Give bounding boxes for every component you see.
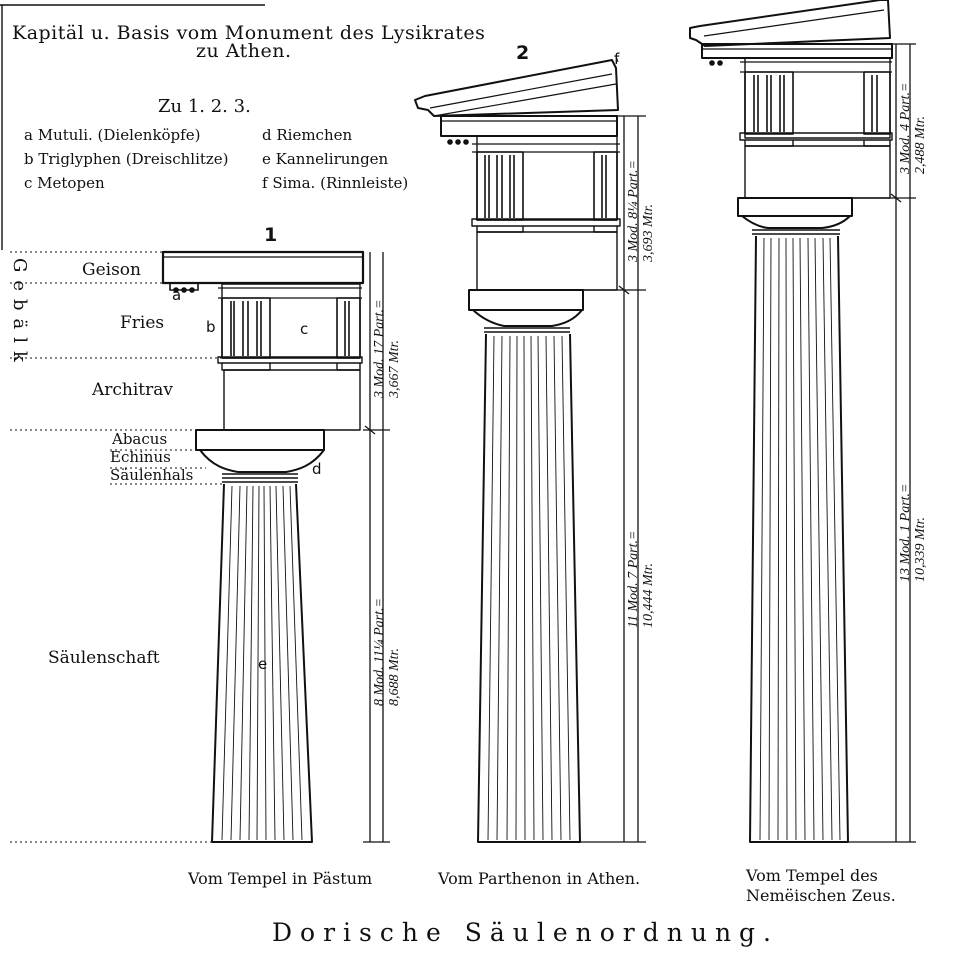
gebalk-label: Gebälk	[9, 258, 30, 370]
c1-triglyph-right	[336, 297, 361, 359]
column-number-1: 1	[264, 224, 278, 246]
c3-triglyph-right	[863, 71, 891, 135]
c1-flutes	[221, 485, 303, 841]
plate-footer-title: Dorische Säulenordnung.	[272, 918, 779, 947]
column-3-drawing	[689, 0, 916, 843]
letter-a: a	[172, 286, 182, 304]
c2-frieze	[476, 135, 618, 221]
c2-triglyph-left	[476, 151, 524, 221]
letter-d: d	[312, 460, 322, 478]
caption-column-1: Vom Tempel in Pästum	[188, 869, 373, 888]
caption-column-3-line-1: Vom Tempel des	[746, 866, 878, 885]
key-item-f: f Sima. (Rinnleiste)	[262, 174, 409, 192]
dim-c2-shaft: 11 Mod. 7 Part.=10,444 Mtr.	[626, 530, 656, 628]
letter-b: b	[206, 318, 216, 336]
dim-c1-entablature: 3 Mod. 17 Part.=3,667 Mtr.	[372, 299, 402, 399]
key-heading: Zu 1. 2. 3.	[158, 96, 251, 117]
c1-echinus	[199, 449, 325, 473]
label-saulenhals: Säulenhals	[110, 466, 194, 484]
key-item-c: c Metopen	[24, 174, 105, 192]
label-geison: Geison	[82, 260, 141, 280]
label-echinus: Echinus	[110, 448, 171, 466]
c3-architrave	[744, 145, 891, 199]
c3-flutes	[759, 237, 841, 841]
dim-c2-entablature: 3 Mod. 8¼ Part.=3,693 Mtr.	[626, 160, 656, 262]
label-saulenschaft: Säulenschaft	[48, 648, 160, 668]
plate-title-line-1: Kapitäl u. Basis vom Monument des Lysikr…	[12, 22, 486, 44]
c2-shaft	[477, 333, 581, 843]
c2-geison	[440, 115, 618, 137]
column-number-2: 2	[516, 42, 530, 64]
c1-triglyph-left	[221, 297, 271, 359]
c1-guide-lines	[10, 251, 222, 843]
c3-geison	[701, 43, 893, 59]
c2-echinus	[472, 309, 583, 327]
dim-c3-entablature: 3 Mod. 4 Part.=2,488 Mtr.	[898, 82, 928, 175]
c2-sima	[414, 59, 619, 117]
plate-title-line-2: zu Athen.	[196, 40, 292, 62]
key-item-d: d Riemchen	[262, 126, 353, 144]
c1-abacus	[195, 429, 325, 451]
c2-abacus	[468, 289, 584, 311]
label-architrav: Architrav	[92, 380, 174, 400]
column-2-drawing	[414, 55, 646, 843]
letter-f: f	[614, 50, 620, 68]
c3-sima	[689, 0, 891, 47]
c3-echinus	[741, 215, 851, 229]
dim-c3-shaft: 13 Mod. 1 Part.=10,339 Mtr.	[898, 483, 928, 583]
c1-shaft	[211, 483, 313, 843]
c1-architrave	[223, 369, 361, 431]
c2-architrave	[476, 231, 618, 291]
key-item-a: a Mutuli. (Dielenköpfe)	[24, 126, 201, 144]
column-1-drawing	[161, 250, 390, 843]
caption-column-2: Vom Parthenon in Athen.	[438, 869, 641, 888]
label-fries: Fries	[120, 313, 165, 333]
caption-column-3-line-2: Nemëischen Zeus.	[746, 886, 896, 905]
key-item-e: e Kannelirungen	[262, 150, 389, 168]
c3-shaft	[749, 235, 849, 843]
dim-c1-shaft: 8 Mod. 11¼ Part.=8,688 Mtr.	[372, 598, 402, 706]
c1-geison	[161, 250, 365, 285]
key-item-b: b Triglyphen (Dreischlitze)	[24, 150, 229, 168]
label-abacus: Abacus	[112, 430, 168, 448]
letter-c: c	[300, 320, 309, 338]
c2-flutes	[487, 335, 571, 841]
c3-triglyph-left	[744, 71, 794, 135]
c3-abacus	[737, 197, 853, 217]
letter-e: e	[258, 655, 268, 673]
c2-triglyph-right	[593, 151, 618, 221]
